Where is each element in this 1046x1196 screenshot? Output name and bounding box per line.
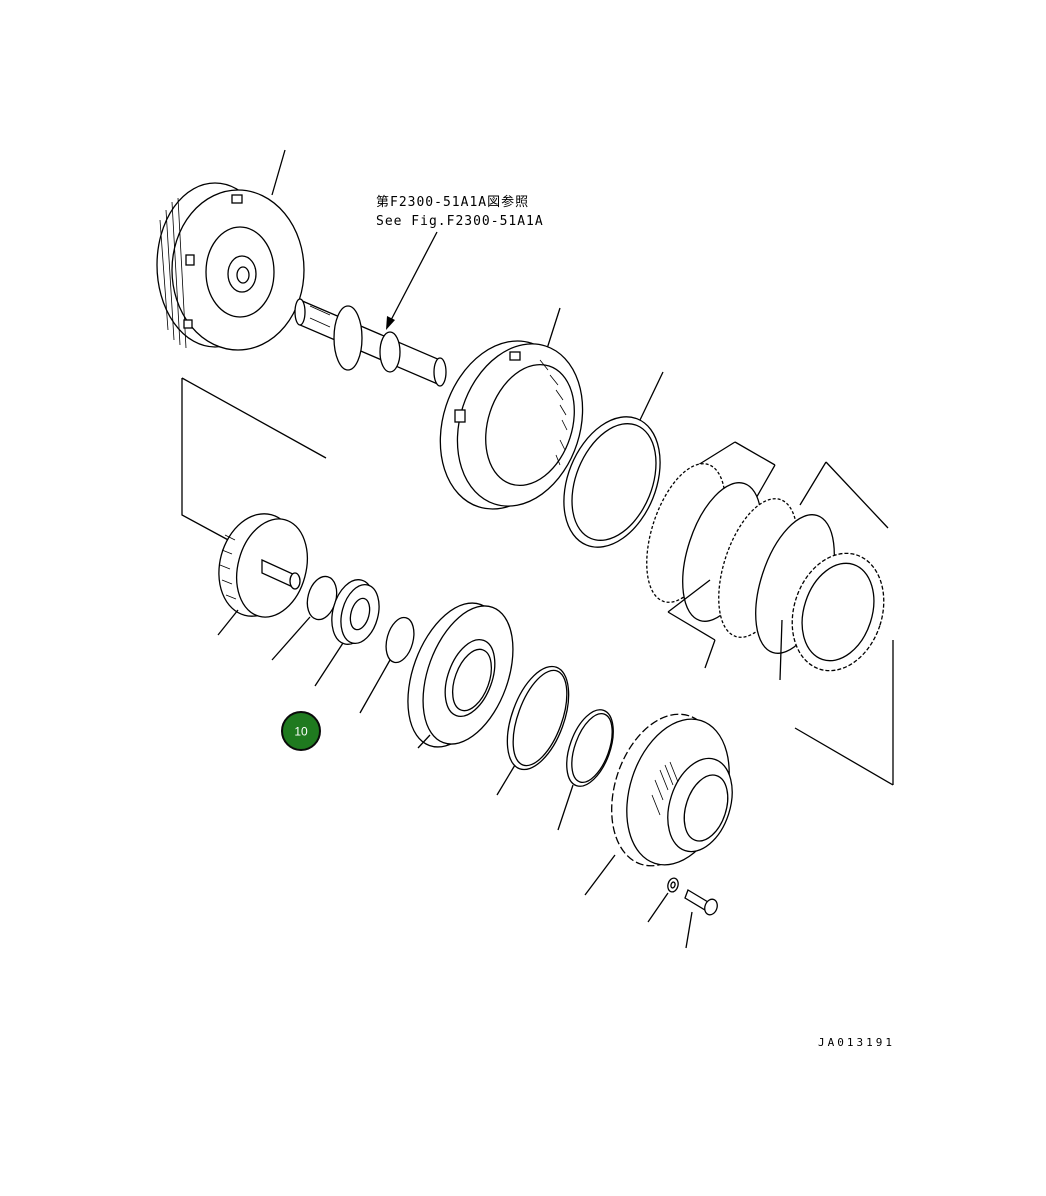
callout-10-label[interactable]: 10 xyxy=(294,725,308,739)
reference-note-en: See Fig.F2300-51A1A xyxy=(376,214,544,229)
clutch-cylinder xyxy=(584,713,733,896)
drawing-code: JA013191 xyxy=(818,1036,895,1049)
thrust-plate xyxy=(563,371,664,548)
ring-gear-housing xyxy=(439,307,584,510)
washer xyxy=(647,877,679,923)
piston xyxy=(407,602,514,749)
group-bracket-left xyxy=(181,377,327,549)
callout-10[interactable]: 10 xyxy=(281,711,321,751)
o-ring-large xyxy=(496,665,570,796)
planet-gear xyxy=(217,513,308,636)
reference-leader-line xyxy=(389,231,438,323)
clutch-drum-top xyxy=(156,149,305,351)
bolt xyxy=(684,889,718,949)
o-ring-small xyxy=(557,709,614,831)
reference-note-jp: 第F2300-51A1A図参照 xyxy=(376,194,529,210)
clutch-disc-pack xyxy=(646,441,894,786)
shaft xyxy=(294,298,447,387)
reference-arrowhead xyxy=(386,316,395,330)
callout-10-circle[interactable] xyxy=(281,711,321,751)
bearing xyxy=(314,579,380,687)
snap-ring-2 xyxy=(359,616,415,714)
